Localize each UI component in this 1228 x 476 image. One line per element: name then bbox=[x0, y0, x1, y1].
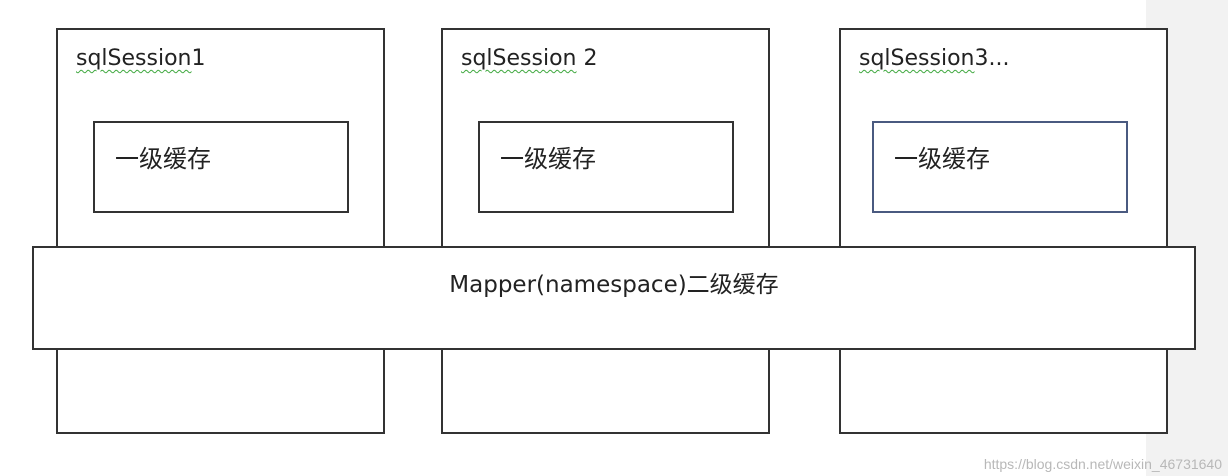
sql-session-1-box: sqlSession1 一级缓存 bbox=[56, 28, 385, 434]
sql-session-1-label-suffix: 1 bbox=[191, 46, 206, 71]
sql-session-2-label-suffix: 2 bbox=[576, 46, 598, 71]
sql-session-3-first-level-cache-label: 一级缓存 bbox=[894, 145, 990, 173]
sql-session-3-label-name: sqlSession bbox=[859, 46, 975, 71]
sql-session-1-first-level-cache-box: 一级缓存 bbox=[93, 121, 349, 213]
sql-session-1-label: sqlSession1 bbox=[76, 46, 205, 72]
mapper-second-level-cache-label: Mapper(namespace)二级缓存 bbox=[449, 272, 779, 298]
sql-session-3-label-suffix: 3... bbox=[974, 46, 1010, 71]
sql-session-3-first-level-cache-box: 一级缓存 bbox=[872, 121, 1128, 213]
sql-session-3-box: sqlSession3... 一级缓存 bbox=[839, 28, 1168, 434]
sql-session-2-box: sqlSession 2 一级缓存 bbox=[441, 28, 770, 434]
sql-session-2-first-level-cache-label: 一级缓存 bbox=[500, 145, 596, 173]
sql-session-2-first-level-cache-box: 一级缓存 bbox=[478, 121, 734, 213]
sql-session-2-label-name: sqlSession bbox=[461, 46, 577, 71]
source-watermark: https://blog.csdn.net/weixin_46731640 bbox=[983, 456, 1222, 472]
sql-session-1-label-name: sqlSession bbox=[76, 46, 192, 71]
sql-session-1-first-level-cache-label: 一级缓存 bbox=[115, 145, 211, 173]
sql-session-3-label: sqlSession3... bbox=[859, 46, 1009, 72]
mapper-second-level-cache-box: Mapper(namespace)二级缓存 bbox=[32, 246, 1196, 350]
sql-session-2-label: sqlSession 2 bbox=[461, 46, 597, 72]
